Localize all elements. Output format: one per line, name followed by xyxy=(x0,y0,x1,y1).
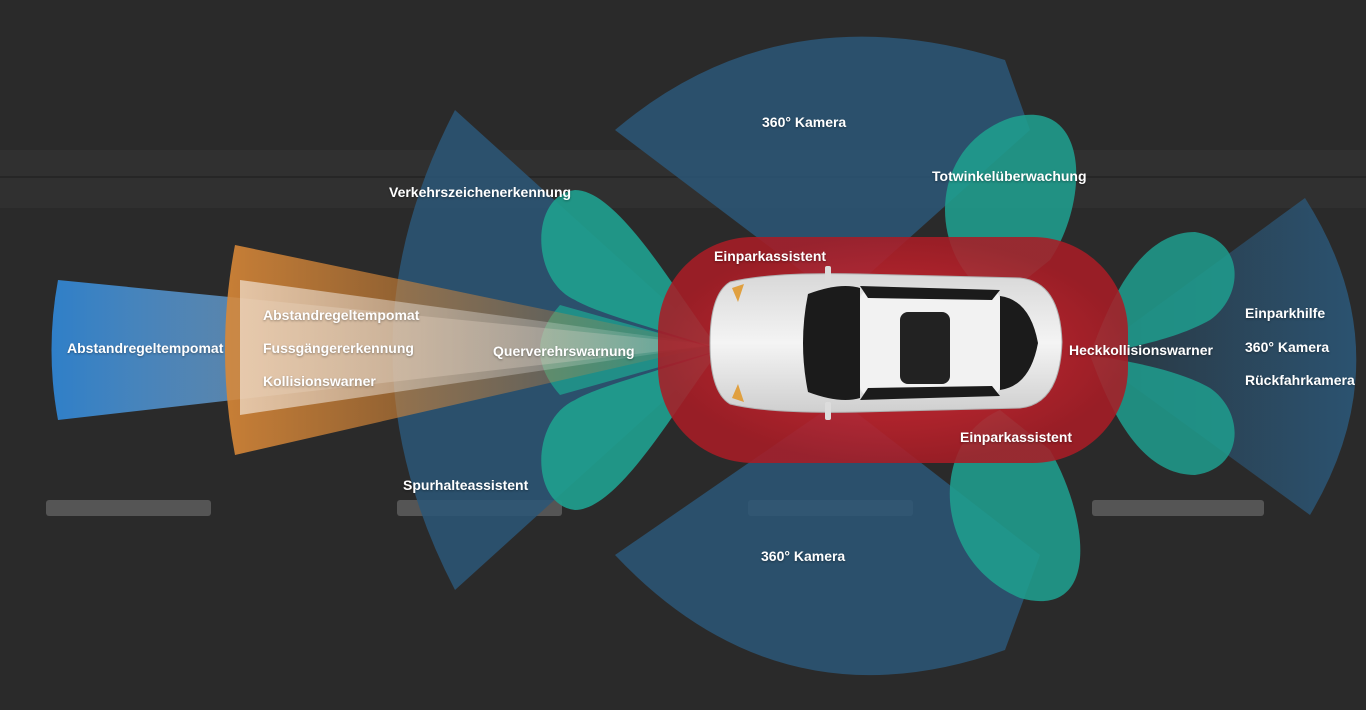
sunroof xyxy=(900,312,950,384)
label-traffic-sign: Verkehrszeichenerkennung xyxy=(389,184,572,200)
label-reverse-camera: Rückfahrkamera xyxy=(1245,372,1355,388)
label-park-assist-bottom: Einparkassistent xyxy=(960,429,1073,445)
label-park-assist-top: Einparkassistent xyxy=(714,248,827,264)
rear-camera-zone xyxy=(1090,198,1357,515)
mirror-bottom xyxy=(825,402,831,420)
label-camera-bottom: 360° Kamera xyxy=(761,548,846,564)
label-camera-rear: 360° Kamera xyxy=(1245,339,1330,355)
label-acc-mid: Abstandregeltempomat xyxy=(263,307,420,323)
camera-top-zone xyxy=(615,36,1030,301)
headlight-left xyxy=(732,284,744,302)
label-blind-spot: Totwinkelüberwachung xyxy=(932,168,1087,184)
side-window-bottom xyxy=(860,386,1000,400)
camera-bottom-zone xyxy=(615,400,1040,676)
mirror-top xyxy=(825,266,831,284)
lane-marking xyxy=(46,500,211,516)
label-pedestrian: Fussgängererkennung xyxy=(263,340,414,356)
headlight-right xyxy=(732,384,744,402)
lane-marking xyxy=(1092,500,1264,516)
rear-window xyxy=(1000,296,1038,390)
side-window-top xyxy=(860,286,1000,300)
label-camera-top: 360° Kamera xyxy=(762,114,847,130)
car xyxy=(709,266,1063,420)
label-collision: Kollisionswarner xyxy=(263,373,376,389)
label-lane-assist: Spurhalteassistent xyxy=(403,477,529,493)
windshield xyxy=(803,286,860,400)
front-sensor-beam xyxy=(240,280,715,415)
label-rear-collision: Heckkollisionswarner xyxy=(1069,342,1213,358)
label-park-aid: Einparkhilfe xyxy=(1245,305,1326,321)
label-acc-far: Abstandregeltempomat xyxy=(67,340,224,356)
label-cross-traffic: Querverehrswarnung xyxy=(493,343,635,359)
